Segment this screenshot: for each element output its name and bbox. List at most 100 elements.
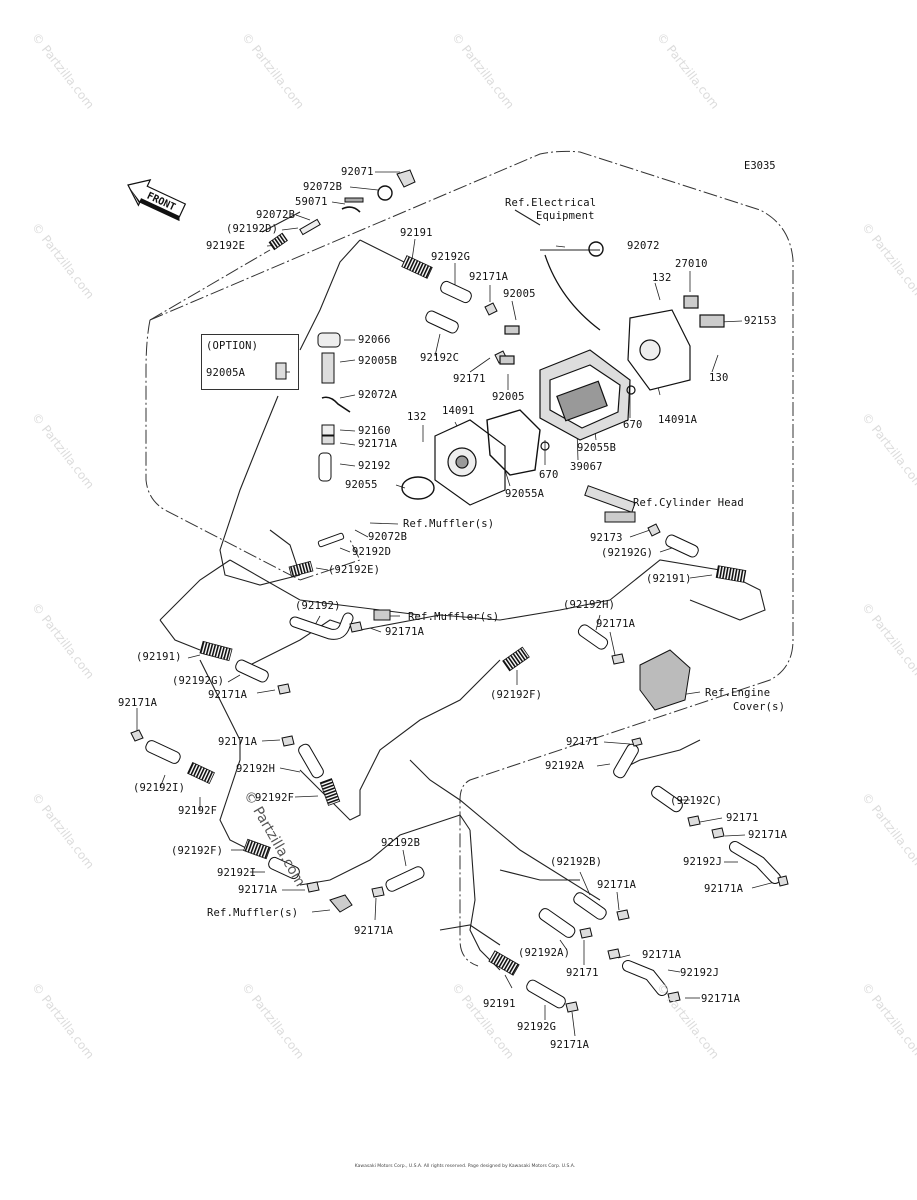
part-label: 92072A: [358, 389, 398, 401]
part-label: 92005: [492, 391, 525, 403]
part-label: 92171A: [358, 438, 398, 450]
part-label: (92192E): [328, 564, 381, 576]
part-label: 670: [539, 469, 559, 481]
part-label: 92171A: [385, 626, 425, 638]
spring-92191-right: [715, 565, 747, 583]
part-label: Ref.Muffler(s): [207, 907, 299, 919]
part-label: (92191): [136, 651, 182, 663]
spring-92192F-mid: [319, 778, 341, 806]
part-label: 92055A: [505, 488, 545, 500]
diagram-code: E3035: [744, 160, 776, 172]
part-label: 92171A: [208, 689, 248, 701]
spring-92192F-center: [502, 646, 530, 672]
part-label: 92171A: [642, 949, 682, 961]
part-label: 92192H: [236, 763, 276, 775]
hose-clamps: [130, 302, 789, 1013]
part-label: 92171A: [596, 618, 636, 630]
part-label: 670: [623, 419, 643, 431]
option-parts: [275, 332, 351, 436]
part-label: 92171A: [118, 697, 158, 709]
part-label: 92192F: [178, 805, 218, 817]
part-label: 92173: [590, 532, 623, 544]
spring-92192F-low: [243, 838, 271, 860]
part-label: 92171A: [701, 993, 741, 1005]
part-label: (92192D): [226, 223, 279, 235]
part-label: Equipment: [536, 210, 595, 222]
part-label: 92192: [358, 460, 391, 472]
part-label: 92055: [345, 479, 378, 491]
gasket-92055A: [486, 409, 541, 476]
part-label: 92192C: [420, 352, 460, 364]
part-label: 92072B: [256, 209, 296, 221]
copyright-notice: Kawasaki Motors Corp., U.S.A. All rights…: [354, 1164, 576, 1169]
part-label: 92066: [358, 334, 391, 346]
part-label: (92191): [646, 573, 692, 585]
part-label: 92192D: [352, 546, 392, 558]
thermostat-housing-assembly: [401, 241, 725, 506]
part-label: 92192E: [206, 240, 246, 252]
part-label: 27010: [675, 258, 708, 270]
part-label: 92192G: [431, 251, 471, 263]
part-label: 92072B: [303, 181, 343, 193]
part-label: 92192B: [381, 837, 421, 849]
part-label: 92005B: [358, 355, 398, 367]
part-label: 132: [652, 272, 672, 284]
part-label: (92192B): [550, 856, 603, 868]
part-label: 14091: [442, 405, 475, 417]
part-label: 92171A: [469, 271, 509, 283]
part-label: 92072: [627, 240, 660, 252]
spring-92191-bottom: [488, 950, 520, 976]
part-label: 92191: [483, 998, 516, 1010]
ref-connectors: [329, 485, 691, 913]
part-label: 132: [407, 411, 427, 423]
assembly-boundary: [145, 150, 794, 967]
spring-92192F-left: [187, 761, 215, 785]
part-label: 92192F: [255, 792, 295, 804]
part-label: Ref.Engine: [705, 687, 771, 699]
part-label: (92192): [295, 600, 341, 612]
part-label: Cover(s): [733, 701, 786, 713]
part-label: (92192F): [490, 689, 543, 701]
part-label: 92171: [566, 736, 599, 748]
part-label: 92005: [503, 288, 536, 300]
part-label: 92192A: [545, 760, 585, 772]
part-label: Ref.Muffler(s): [408, 611, 500, 623]
option-box: [201, 334, 299, 390]
part-label: Ref.Electrical: [505, 197, 597, 209]
part-label: (92192G): [601, 547, 654, 559]
part-label: 92072B: [368, 531, 408, 543]
part-label: Ref.Cylinder Head: [633, 497, 744, 509]
leader-lines: [136, 171, 776, 1037]
part-label: 39067: [570, 461, 603, 473]
part-label: 92171A: [597, 879, 637, 891]
part-label: 130: [709, 372, 729, 384]
engine-cover-fitting: [639, 649, 691, 711]
spring-92192E: [268, 232, 288, 251]
part-label: 92192J: [680, 967, 720, 979]
part-label: Ref.Muffler(s): [403, 518, 495, 530]
spring-92192E-mid: [288, 560, 314, 578]
part-label: 92160: [358, 425, 391, 437]
part-label: 92192I: [217, 867, 257, 879]
part-label: 92153: [744, 315, 777, 327]
part-label: 92171: [566, 967, 599, 979]
part-label: 92171A: [238, 884, 278, 896]
part-label: 92055B: [577, 442, 617, 454]
part-label: 92171A: [704, 883, 744, 895]
spring-92191-left: [199, 640, 233, 662]
front-arrow: FRONT: [127, 179, 187, 222]
part-label: 92191: [400, 227, 433, 239]
part-label: 92171: [726, 812, 759, 824]
bleeder-parts: [299, 169, 416, 236]
part-label: (92192C): [670, 795, 723, 807]
part-label: (92192H): [563, 599, 616, 611]
part-label: 92171A: [354, 925, 394, 937]
part-label: 92071: [341, 166, 374, 178]
part-label: 92171: [453, 373, 486, 385]
part-label: (92192I): [133, 782, 186, 794]
hose-springs: [187, 232, 747, 976]
part-label: (92192A): [518, 947, 571, 959]
part-label: 92171A: [218, 736, 258, 748]
part-label: 92192G: [517, 1021, 557, 1033]
